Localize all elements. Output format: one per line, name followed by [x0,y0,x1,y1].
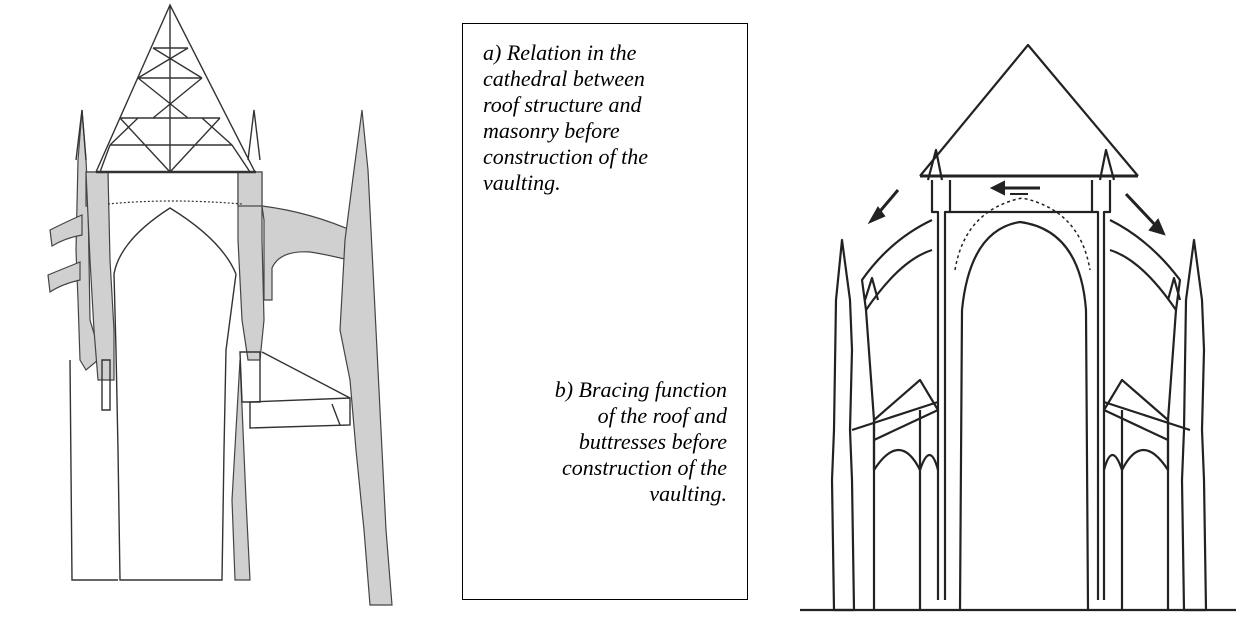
right-flying-buttress [261,205,357,301]
right-outer-wall [231,359,251,581]
roof-truss [99,5,251,173]
roof-outline [95,3,256,173]
left-flying-buttress [860,219,933,312]
caption-b: b) Bracing function of the roof and butt… [554,377,727,506]
right-drawing-svg [800,43,1236,612]
tall-pinnacle [339,109,393,606]
left-outer-pinnacle [830,238,856,612]
left-drawing-svg [47,3,393,606]
caption-box: a) Relation in the cathedral between roo… [462,23,748,600]
right-force-arrow [1124,192,1160,230]
roof-outline [919,43,1139,177]
right-outer-pinnacle [1180,238,1208,612]
left-central-pier [930,180,952,600]
nave-arch [958,220,1090,611]
left-small-pinnacle [863,276,880,301]
left-main-shaft [85,171,115,381]
nave-arch [113,207,237,275]
left-buttress-stubs [47,214,83,294]
right-gray-block [237,171,263,207]
left-section-drawing [10,0,430,606]
right-section-drawing [770,30,1256,612]
right-central-pier [1090,180,1112,600]
caption-a: a) Relation in the cathedral between roo… [483,40,648,195]
right-small-pinnacle [1166,276,1182,301]
